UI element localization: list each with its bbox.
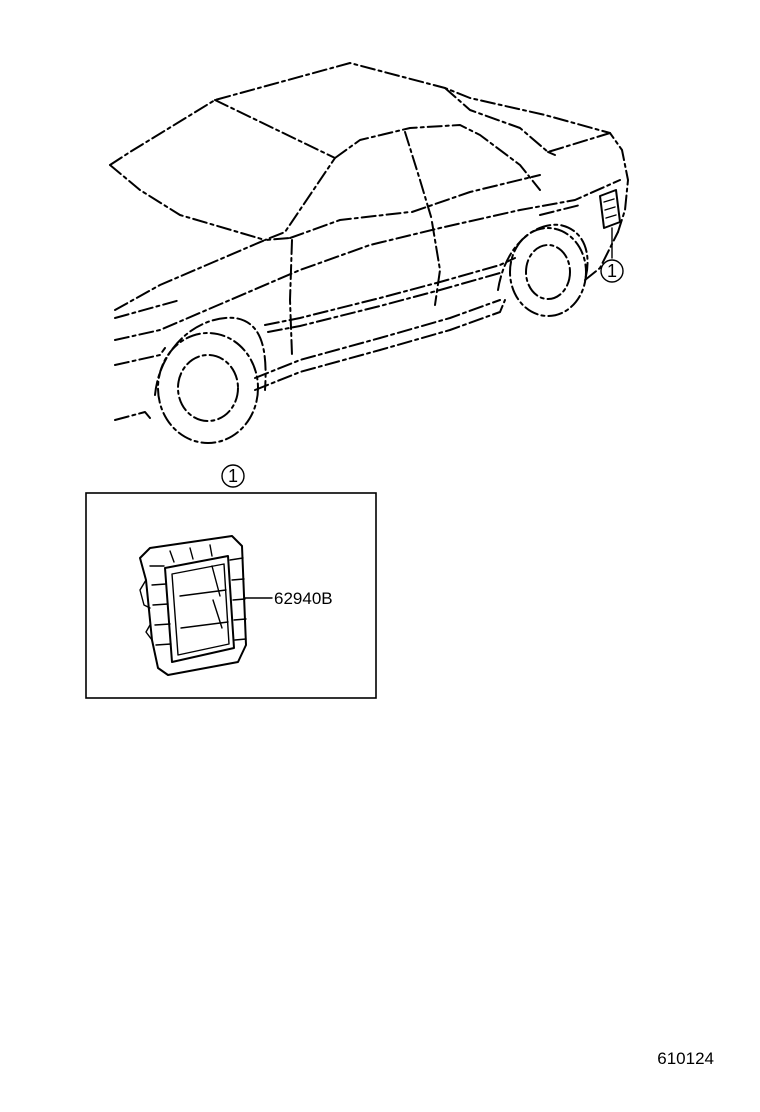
car-callout-marker: 1 (600, 259, 624, 283)
detail-callout-marker: 1 (221, 464, 245, 488)
detail-frame (85, 492, 377, 699)
vent-part-icon (139, 535, 273, 676)
vent-part-number: 62940B (274, 589, 333, 608)
car-callout-label: 1 (607, 261, 617, 281)
diagram-code: 610124 (657, 1049, 714, 1068)
rear-vent-icon (599, 189, 621, 229)
detail-callout-label: 1 (228, 466, 238, 486)
car-illustration (109, 62, 629, 444)
